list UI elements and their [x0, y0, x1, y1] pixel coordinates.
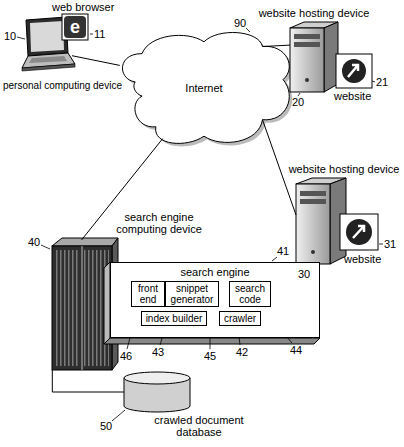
rack-vents: [84, 250, 109, 366]
leader-line: [272, 257, 277, 261]
laptop-edge: [22, 64, 75, 71]
cloud: Internet: [118, 30, 290, 148]
icon-letter: e: [62, 14, 88, 40]
browser-icon: [62, 14, 88, 40]
rack-divider: [82, 246, 83, 370]
icon-disc: [346, 219, 372, 245]
node-text: search code: [232, 283, 268, 305]
server-drawing: [296, 178, 346, 264]
icon-frame: [340, 214, 378, 250]
server-drawing: [290, 22, 338, 92]
node-heading: website hosting device: [288, 163, 400, 175]
node-heading: search engine computing device: [112, 211, 206, 235]
leader-line: [298, 93, 300, 96]
module-box: snippet generator: [165, 281, 219, 307]
callout-number: 11: [94, 28, 105, 40]
drive-bay: [294, 42, 320, 47]
node-heading: search engine: [111, 266, 319, 278]
icon-frame: [336, 54, 372, 88]
drive-bay: [300, 199, 326, 204]
drive-bay: [294, 34, 320, 39]
node-text: crawler: [222, 313, 258, 324]
database-drawing: [124, 372, 190, 412]
module-box: search code: [229, 281, 271, 307]
server: website hosting device: [296, 178, 346, 264]
module-box: crawler: [219, 311, 261, 326]
module-box: index builder: [141, 311, 207, 326]
node-heading: crawled document database: [144, 414, 254, 438]
callout-number: 46: [120, 350, 132, 362]
module-box: front end: [131, 281, 165, 307]
callout-number: 90: [234, 17, 246, 29]
callout-number: 31: [384, 238, 396, 250]
cylinder-top: [124, 372, 190, 384]
server: website hosting device: [290, 22, 338, 92]
leader-line: [372, 81, 375, 82]
node-text: index builder: [144, 313, 204, 324]
laptop: personal computing device: [22, 18, 72, 76]
leader-line: [41, 245, 50, 249]
icon-disc: [342, 59, 366, 83]
website-icon: [340, 214, 378, 250]
server-front: [290, 28, 324, 92]
leader-line: [112, 410, 125, 421]
leader-line: [90, 34, 93, 35]
callout-number: 44: [290, 344, 302, 356]
node-text: front end: [134, 283, 162, 305]
rack-vents: [55, 250, 80, 366]
power-button: [311, 250, 315, 254]
callout-number: 43: [152, 346, 164, 358]
rack-top: [52, 238, 118, 246]
rack-front: [52, 246, 112, 370]
software-box: search engine front end snippet generator s…: [110, 262, 320, 338]
server-rack-drawing: [52, 238, 118, 370]
node-heading: website hosting device: [256, 7, 372, 19]
database-cylinder: crawled document database: [124, 372, 190, 412]
callout-number: 21: [376, 76, 388, 88]
server-rack: search engine computing device: [45, 240, 118, 370]
icon-arrow: [353, 226, 364, 238]
slab-bottom: [104, 338, 320, 344]
node-text: snippet generator: [168, 283, 216, 305]
drive-bay: [300, 191, 326, 196]
connector-line: [52, 370, 124, 392]
website-icon: [336, 54, 372, 88]
leader-line: [379, 244, 383, 245]
callout-number: 41: [277, 245, 289, 257]
callout-number: 20: [292, 96, 304, 108]
node-heading: personal computing device: [3, 80, 122, 92]
connector-line: [262, 45, 290, 46]
callout-number: 40: [28, 236, 40, 248]
server-front: [296, 184, 330, 264]
callout-number: 30: [298, 268, 310, 280]
laptop-keyboard: [29, 56, 67, 63]
software-slab: [104, 262, 320, 344]
callout-number: 45: [204, 350, 216, 362]
node-heading: Internet: [118, 82, 290, 94]
connector-line: [72, 56, 120, 66]
callout-number: 50: [100, 420, 112, 432]
leader-line: [246, 28, 250, 32]
icon-label: website: [334, 90, 371, 102]
leader-line: [17, 37, 25, 39]
power-button: [305, 78, 309, 82]
laptop-display: [30, 21, 64, 52]
callout-number: 42: [236, 346, 248, 358]
icon-arrow: [348, 65, 358, 77]
icon-frame: [62, 14, 88, 40]
callout-number: 10: [4, 30, 16, 42]
icon-label: website: [344, 253, 381, 265]
icon-label: web browser: [52, 1, 114, 13]
